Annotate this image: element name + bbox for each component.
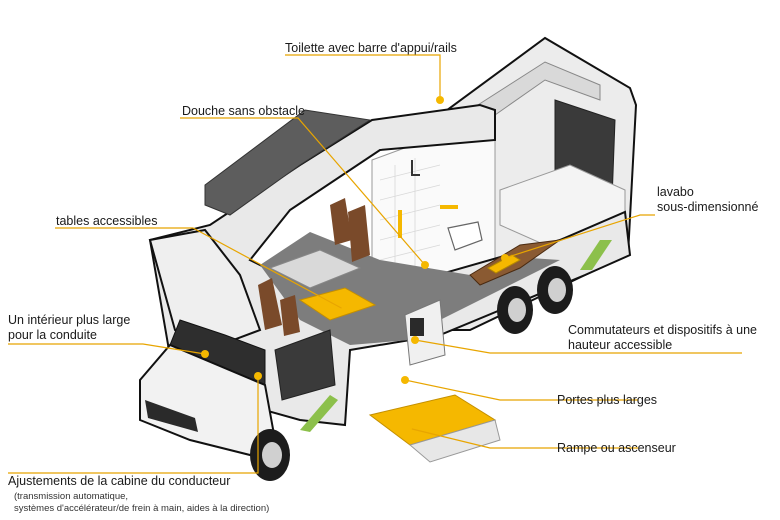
shower-head [411, 160, 420, 176]
switch-cabinet [404, 299, 446, 366]
callout-ramp: Rampe ou ascenseur [557, 441, 676, 455]
decal [300, 395, 338, 432]
shower-tiles [379, 158, 441, 275]
seat [258, 278, 282, 330]
rear-wheel [537, 266, 573, 314]
cab-top [148, 228, 262, 347]
grille [145, 400, 198, 432]
callout-shower: Douche sans obstacle [182, 104, 305, 118]
grab-bar [440, 205, 458, 209]
callout-cab-detail1: (transmission automatique, [14, 491, 129, 502]
roof [204, 109, 372, 216]
callout-doors: Portes plus larges [557, 393, 658, 407]
seat [348, 205, 370, 262]
toilet [447, 221, 483, 251]
rear-wheel [497, 286, 533, 334]
callout-cab-title: Ajustements de la cabine du conducteur [8, 474, 231, 488]
callout-switches-line1: Commutateurs et dispositifs à une [568, 323, 757, 337]
callout-switches-line2: hauteur accessible [568, 338, 673, 352]
ramp-edge [408, 419, 501, 463]
decal [580, 240, 612, 270]
leader-lines [8, 54, 742, 474]
table [268, 249, 362, 289]
front-wheel [250, 429, 290, 481]
callout-cab-detail2: systèmes d'accélérateur/de frein à main,… [14, 503, 270, 514]
switch-panel [410, 318, 424, 336]
callout-toilet: Toilette avec barre d'appui/rails [285, 41, 457, 55]
seat [330, 198, 352, 245]
grab-bar [398, 210, 402, 238]
leader-dots [201, 96, 509, 432]
callout-sink-line2: sous-dimensionné [657, 200, 759, 214]
callout-sink-line1: lavabo [657, 185, 694, 199]
seat [280, 295, 300, 336]
callout-tables: tables accessibles [56, 214, 158, 228]
callout-interior-line2: pour la conduite [8, 328, 97, 342]
door-window [274, 329, 336, 401]
callout-interior-line1: Un intérieur plus large [8, 313, 131, 327]
